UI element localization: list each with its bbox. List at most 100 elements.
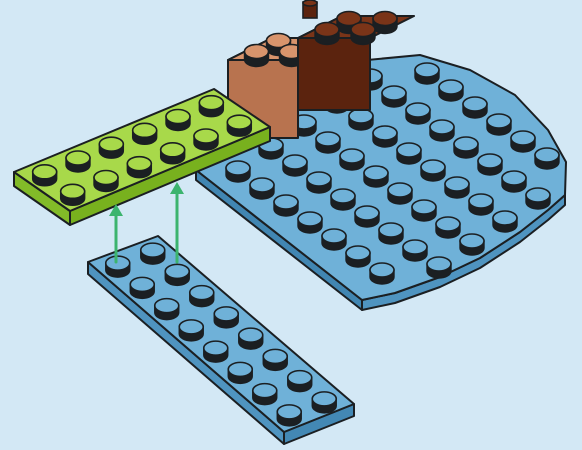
stud <box>463 97 487 118</box>
stud <box>199 96 223 117</box>
stud <box>298 212 322 233</box>
stud-top <box>535 148 559 162</box>
clip-detail-top <box>303 0 317 6</box>
stud <box>204 341 228 362</box>
stud <box>454 137 478 158</box>
stud-top <box>331 189 355 203</box>
stud-top <box>415 63 439 77</box>
stud <box>226 161 250 182</box>
stud-top <box>463 97 487 111</box>
stud <box>274 195 298 216</box>
stud-top <box>263 349 287 363</box>
stud-top <box>430 120 454 134</box>
stud <box>373 126 397 147</box>
stud-top <box>502 171 526 185</box>
stud <box>61 184 85 205</box>
stud <box>406 103 430 124</box>
stud <box>478 154 502 175</box>
stud-top <box>403 240 427 254</box>
stud <box>66 151 90 172</box>
stud-top <box>370 263 394 277</box>
stud <box>307 172 331 193</box>
stud-top <box>460 234 484 248</box>
stud <box>228 362 252 383</box>
stud <box>165 264 189 285</box>
stud <box>412 200 436 221</box>
stud-top <box>406 103 430 117</box>
stud-top <box>373 12 397 26</box>
stud <box>253 384 277 405</box>
stud <box>370 263 394 284</box>
stud-top <box>487 114 511 128</box>
stud-top <box>454 137 478 151</box>
stud <box>161 143 185 164</box>
stud-top <box>346 246 370 260</box>
stud <box>245 45 269 67</box>
stud <box>355 206 379 227</box>
stud-top <box>373 126 397 140</box>
stud-top <box>277 405 301 419</box>
stud <box>263 349 287 370</box>
stud <box>439 80 463 101</box>
stud <box>322 229 346 250</box>
stud <box>288 371 312 392</box>
stud-top <box>239 328 263 342</box>
stud-top <box>351 23 375 37</box>
stud <box>141 243 165 264</box>
stud <box>493 211 517 232</box>
stud <box>373 12 397 34</box>
stud <box>340 149 364 170</box>
stud-top <box>312 392 336 406</box>
stud-top <box>436 217 460 231</box>
stud <box>388 183 412 204</box>
stud <box>130 277 154 298</box>
stud <box>214 307 238 328</box>
stud-top <box>155 299 179 313</box>
stud-top <box>307 172 331 186</box>
stud <box>415 63 439 84</box>
stud-top <box>288 371 312 385</box>
stud <box>364 166 388 187</box>
stud-top <box>204 341 228 355</box>
stud <box>502 171 526 192</box>
stud <box>379 223 403 244</box>
stud-top <box>355 206 379 220</box>
stud <box>133 123 157 144</box>
stud-top <box>379 223 403 237</box>
stud-top <box>315 23 339 37</box>
stud <box>511 131 535 152</box>
stud-top <box>130 277 154 291</box>
stud <box>430 120 454 141</box>
stud-top <box>106 256 130 270</box>
stud-top <box>445 177 469 191</box>
stud-top <box>33 165 57 179</box>
stud-top <box>439 80 463 94</box>
stud-top <box>94 171 118 185</box>
stud <box>445 177 469 198</box>
stud-top <box>382 86 406 100</box>
stud-top <box>166 110 190 124</box>
stud <box>403 240 427 261</box>
stud <box>166 110 190 131</box>
stud-top <box>99 137 123 151</box>
stud <box>155 299 179 320</box>
stud <box>421 160 445 181</box>
stud-top <box>283 155 307 169</box>
stud <box>179 320 203 341</box>
stud-top <box>133 123 157 137</box>
stud <box>239 328 263 349</box>
stud <box>227 115 251 136</box>
stud <box>277 405 301 426</box>
stud-top <box>427 257 451 271</box>
stud <box>250 178 274 199</box>
stud <box>487 114 511 135</box>
stud-top <box>364 166 388 180</box>
stud-top <box>127 157 151 171</box>
stud <box>312 392 336 413</box>
stud <box>190 286 214 307</box>
stud <box>427 257 451 278</box>
stud <box>331 189 355 210</box>
stud <box>33 165 57 186</box>
stud <box>382 86 406 107</box>
